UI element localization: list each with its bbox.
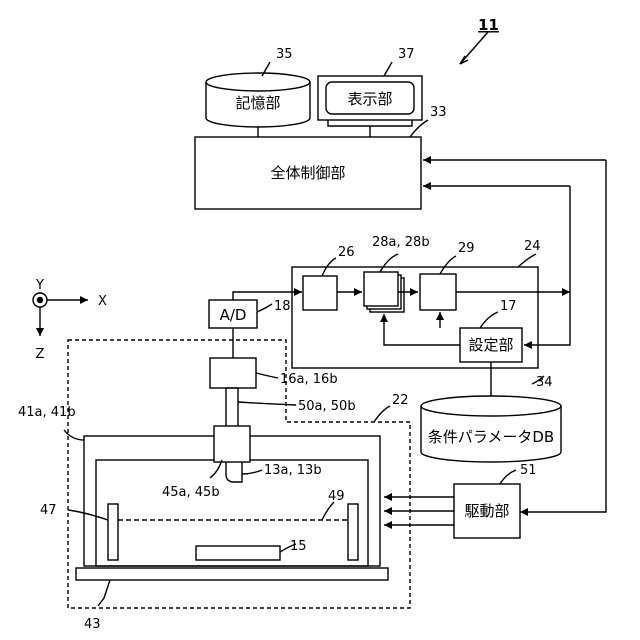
ref-33: 33 <box>430 105 447 120</box>
ref-28: 28a, 28b <box>372 235 430 250</box>
ref-22: 22 <box>392 393 409 408</box>
ref-24: 24 <box>524 239 541 254</box>
amplifier-box <box>210 358 256 388</box>
condition-db-label: 条件パラメータDB <box>428 428 554 446</box>
ref-43: 43 <box>84 617 101 632</box>
ref-15: 15 <box>290 539 307 554</box>
storage-label: 記憶部 <box>235 94 280 112</box>
ref-29: 29 <box>458 241 475 256</box>
ref-17: 17 <box>500 299 517 314</box>
ref-leader-22 <box>374 406 390 422</box>
ref-16: 16a, 16b <box>280 372 338 387</box>
ref-leader-43 <box>98 580 110 606</box>
ref-leader-16 <box>256 373 278 378</box>
probe-13 <box>226 462 242 482</box>
ref-50: 50a, 50b <box>298 399 356 414</box>
signal-flow-arrows <box>233 160 606 512</box>
setting-label: 設定部 <box>468 336 513 354</box>
ref-13: 13a, 13b <box>264 463 322 478</box>
ref-leader-50 <box>238 402 296 405</box>
axis-indicator <box>33 293 88 336</box>
tank-wall-right <box>348 504 358 560</box>
ad-label: A/D <box>220 306 247 324</box>
base-plate-43 <box>76 568 388 580</box>
axis-x-label: X <box>98 294 107 309</box>
display-label: 表示部 <box>347 90 392 108</box>
inner-frame <box>96 460 368 566</box>
ref-37: 37 <box>398 47 415 62</box>
block-26 <box>303 276 337 310</box>
specimen-15 <box>196 546 280 560</box>
ref-leader-49 <box>322 502 334 520</box>
block-29 <box>420 274 456 310</box>
ref-51: 51 <box>520 463 537 478</box>
ref-leader-41 <box>64 430 84 440</box>
axis-z-label: Z <box>36 347 45 362</box>
ref-leader-51 <box>500 470 516 484</box>
overall-control-label: 全体制御部 <box>270 164 345 182</box>
cable-50 <box>226 388 238 428</box>
tank-wall-left <box>108 504 118 560</box>
drive-label: 駆動部 <box>464 502 509 520</box>
ref-leader-17 <box>480 312 498 328</box>
figure-number-arrow <box>460 32 488 64</box>
ref-leader-29 <box>440 256 456 274</box>
ref-leader-18 <box>257 304 272 312</box>
ref-leader-45 <box>210 460 222 478</box>
axis-y-label: Y <box>35 278 44 293</box>
carriage-45 <box>214 426 250 462</box>
ref-leader-24 <box>518 254 536 267</box>
ref-leader-13 <box>242 470 262 474</box>
ref-45: 45a, 45b <box>162 485 220 500</box>
block-28-stack <box>364 254 404 312</box>
ref-47: 47 <box>40 503 57 518</box>
ref-49: 49 <box>328 489 345 504</box>
ref-41: 41a, 41b <box>18 405 76 420</box>
figure-number: 11 <box>478 16 499 34</box>
ref-18: 18 <box>274 299 291 314</box>
drive-arrows <box>384 497 454 525</box>
ref-35: 35 <box>276 47 293 62</box>
ref-34: 34 <box>536 375 553 390</box>
ref-26: 26 <box>338 245 355 260</box>
ref-leader-47 <box>68 510 108 520</box>
